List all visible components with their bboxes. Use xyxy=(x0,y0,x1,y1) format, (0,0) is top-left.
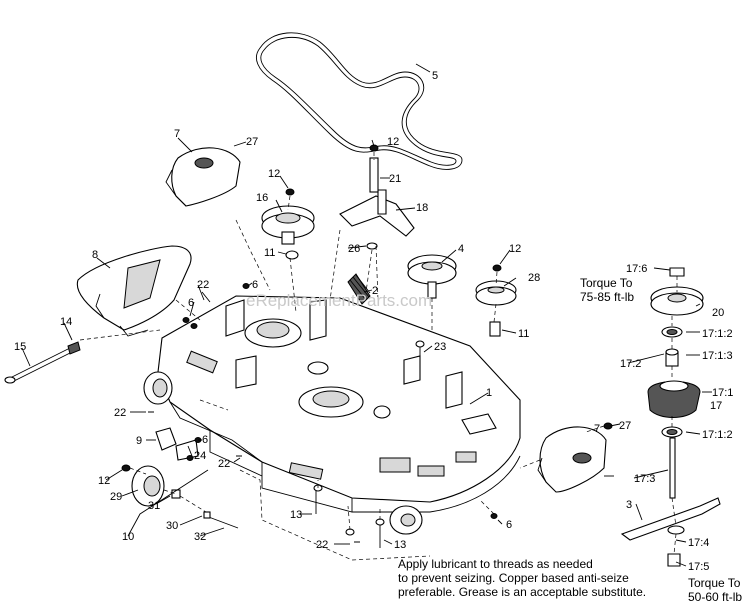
spindle-assembly-17 xyxy=(647,326,701,499)
callout-30: 30 xyxy=(166,520,178,532)
deck-shield-left xyxy=(76,245,192,337)
idler-spring-2 xyxy=(347,273,371,305)
callout-labels: 5 7 27 12 21 12 16 18 11 26 4 12 8 28 22… xyxy=(14,70,733,573)
torque-note-bottom: Torque To 50-60 ft-lb xyxy=(688,576,742,604)
watermark: eReplacementParts.com xyxy=(246,291,432,310)
callout-22-bottom: 22 xyxy=(316,539,328,551)
callout-27-right: 27 xyxy=(619,420,631,432)
callout-18: 18 xyxy=(416,202,428,214)
callout-17-3: 17:3 xyxy=(634,473,655,485)
callout-17-5: 17:5 xyxy=(688,561,709,573)
belt-cover-right xyxy=(537,426,607,493)
callout-17-1-2-bottom: 17:1:2 xyxy=(702,429,733,441)
torque-note-top: Torque To 75-85 ft-lb xyxy=(580,276,634,304)
callout-7-right: 7 xyxy=(594,423,600,435)
callout-17-1-2-top: 17:1:2 xyxy=(702,328,733,340)
callout-17-6: 17:6 xyxy=(626,263,647,275)
callout-17-1-3: 17:1:3 xyxy=(702,350,733,362)
note-line-3: preferable. Grease is an acceptable subs… xyxy=(398,585,646,599)
callout-13-right: 13 xyxy=(394,539,406,551)
callout-12-wheel: 12 xyxy=(98,475,110,487)
drive-belt xyxy=(256,32,463,170)
mower-deck xyxy=(143,295,521,535)
callout-6-left: 6 xyxy=(188,297,194,309)
torque-bottom-line1: Torque To xyxy=(688,576,741,590)
callout-4: 4 xyxy=(458,243,464,255)
torque-top-line1: Torque To xyxy=(580,276,633,290)
callout-15: 15 xyxy=(14,341,26,353)
callout-10: 10 xyxy=(122,531,134,543)
callout-12-pulley16: 12 xyxy=(268,168,280,180)
callout-21: 21 xyxy=(389,173,401,185)
callout-6-bracket: 6 xyxy=(202,434,208,446)
assembly-guide-lines xyxy=(79,152,678,561)
spindle-pulley-20 xyxy=(650,267,704,316)
callout-1: 1 xyxy=(486,387,492,399)
callout-11-right: 11 xyxy=(518,328,529,340)
belt-cover-left xyxy=(165,147,241,207)
mower-blade-3 xyxy=(620,497,721,567)
callout-14: 14 xyxy=(60,316,72,328)
left-hardware xyxy=(4,283,613,548)
callout-22-top: 22 xyxy=(197,279,209,291)
callout-16: 16 xyxy=(256,192,268,204)
callout-11-left: 11 xyxy=(264,247,275,259)
idler-pulley-28 xyxy=(475,264,517,337)
callout-22-mid: 22 xyxy=(218,458,230,470)
callout-2: 2 xyxy=(372,285,378,297)
callout-20: 20 xyxy=(712,307,724,319)
note-line-1: Apply lubricant to threads as needed xyxy=(398,557,593,571)
callout-17-4: 17:4 xyxy=(688,537,709,549)
callout-22-left: 22 xyxy=(114,407,126,419)
callout-6-deck: 6 xyxy=(252,279,258,291)
callout-7-left: 7 xyxy=(174,128,180,140)
callout-6-front: 6 xyxy=(506,519,512,531)
lubricant-note: Apply lubricant to threads as needed to … xyxy=(398,557,646,599)
torque-top-line2: 75-85 ft-lb xyxy=(580,290,634,304)
callout-24: 24 xyxy=(194,450,206,462)
callout-29: 29 xyxy=(110,491,122,503)
leader-lines xyxy=(21,63,712,567)
callout-13-left: 13 xyxy=(290,509,302,521)
callout-27-top: 27 xyxy=(246,136,258,148)
callout-12-right: 12 xyxy=(509,243,521,255)
callout-28: 28 xyxy=(528,272,540,284)
callout-8: 8 xyxy=(92,249,98,261)
idler-arm-18 xyxy=(339,144,415,250)
callout-17: 17 xyxy=(710,400,722,412)
callout-12-top: 12 xyxy=(387,136,399,148)
callout-9: 9 xyxy=(136,435,142,447)
callout-32: 32 xyxy=(194,531,206,543)
callout-31: 31 xyxy=(148,500,160,512)
callout-23: 23 xyxy=(434,341,446,353)
callout-17-2: 17:2 xyxy=(620,358,641,370)
callout-3: 3 xyxy=(626,499,632,511)
idler-pulley-16 xyxy=(261,188,315,260)
callout-5: 5 xyxy=(432,70,438,82)
callout-17-1: 17:1 xyxy=(712,387,733,399)
note-line-2: to prevent seizing. Copper based anti-se… xyxy=(398,571,629,585)
callout-26: 26 xyxy=(348,243,360,255)
torque-bottom-line2: 50-60 ft-lb xyxy=(688,590,742,604)
